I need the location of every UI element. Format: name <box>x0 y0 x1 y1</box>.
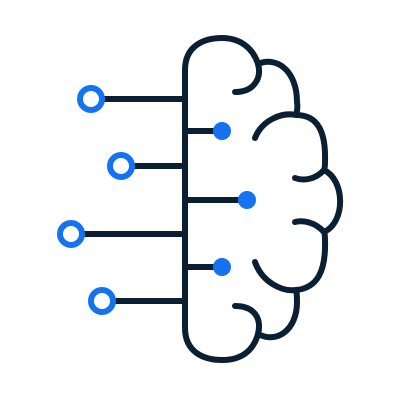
node-ring-4 <box>88 287 116 315</box>
brain-fold-lower <box>252 259 299 294</box>
node-dot-3 <box>213 258 231 276</box>
node-dot-1 <box>213 122 231 140</box>
brain-fold-bottom <box>232 303 262 337</box>
node-dot-2 <box>238 191 256 209</box>
circuit-inner-lines <box>182 128 249 270</box>
brain-fold-middle-upper <box>292 167 327 183</box>
brain-outline <box>182 35 344 363</box>
circuit-nodes-hollow <box>57 85 135 315</box>
brain-fold-upper <box>252 111 299 141</box>
node-ring-3 <box>57 220 85 248</box>
brain-fold-middle-lower <box>292 218 327 235</box>
node-ring-1 <box>77 85 105 113</box>
brain-fold-top <box>232 61 262 95</box>
brain-contour <box>182 35 344 363</box>
node-ring-2 <box>107 152 135 180</box>
circuit-left-lines <box>80 96 188 304</box>
circuit-nodes-filled <box>213 122 256 276</box>
